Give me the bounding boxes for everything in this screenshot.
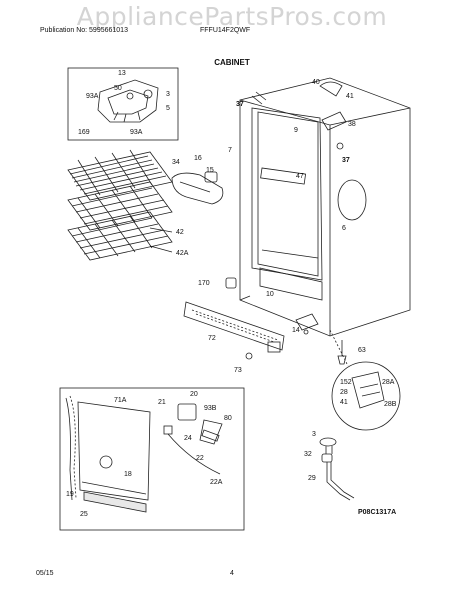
callout-22a: 22A [210,479,223,486]
callout-32: 32 [304,451,312,458]
bottom-hinge [295,313,319,331]
callout-38: 38 [348,121,356,128]
callout-3: 3 [166,91,170,98]
callout-72: 72 [208,335,216,342]
callout-7: 7 [228,147,232,154]
callout-9: 9 [294,127,298,134]
hinge-cap [319,81,343,97]
callout-3-2: 3 [312,431,316,438]
callout-10: 10 [266,291,274,298]
callout-42a: 42A [176,250,189,257]
top-hinge [321,111,347,131]
bracket-assembly [97,79,159,123]
callout-37: 37 [236,101,244,108]
lower-panel [259,267,323,301]
part-170 [225,277,237,289]
bracket-inset-frame [67,67,179,141]
callout-41: 41 [346,93,354,100]
wire-shelves [67,149,173,261]
callout-42: 42 [176,229,184,236]
callout-16: 16 [194,155,202,162]
callout-24: 24 [184,435,192,442]
callout-34: 34 [172,159,180,166]
section-title: CABINET [214,58,250,67]
footer-page-number: 4 [230,570,234,577]
door-tray [171,172,224,205]
footer-date: 05/15 [36,570,54,577]
toe-grille [183,301,285,353]
callout-37-2: 37 [342,157,350,164]
callout-6: 6 [342,225,346,232]
callout-50: 50 [114,85,122,92]
drain-assembly [319,437,355,501]
callout-93a: 93A [86,93,99,100]
callout-152: 152 [340,379,352,386]
screw-73 [245,352,253,360]
callout-93b: 93B [204,405,217,412]
callout-28a: 28A [382,379,395,386]
model-number: FFFU14F2QWF [200,27,251,34]
callout-19: 19 [66,491,74,498]
callout-15: 15 [206,167,214,174]
callout-73: 73 [234,367,242,374]
callout-20: 20 [190,391,198,398]
callout-13: 13 [118,70,126,77]
callout-80: 80 [224,415,232,422]
callout-18: 18 [124,471,132,478]
control-inset-frame [59,387,245,531]
publication-number: Publication No: 5995661013 [40,27,128,34]
control-parts [163,403,223,475]
callout-5: 5 [166,105,170,112]
callout-63: 63 [358,347,366,354]
callout-25: 25 [80,511,88,518]
callout-40: 40 [312,79,320,86]
callout-93a-2: 93A [130,129,143,136]
callout-41-2: 41 [340,399,348,406]
control-panel [65,395,151,513]
callout-28b: 28B [384,401,397,408]
callout-21: 21 [158,399,166,406]
callout-28: 28 [340,389,348,396]
cabinet-body [239,77,411,337]
callout-14: 14 [292,327,300,334]
callout-22: 22 [196,455,204,462]
watermark: AppliancePartsPros.com [76,2,388,31]
callout-170: 170 [198,280,210,287]
callout-71a: 71A [114,397,127,404]
callout-47: 47 [296,173,304,180]
clip [204,171,218,183]
callout-29: 29 [308,475,316,482]
hinge-detail [331,361,401,431]
diagram-code: P08C1317A [358,509,396,516]
callout-169: 169 [78,129,90,136]
